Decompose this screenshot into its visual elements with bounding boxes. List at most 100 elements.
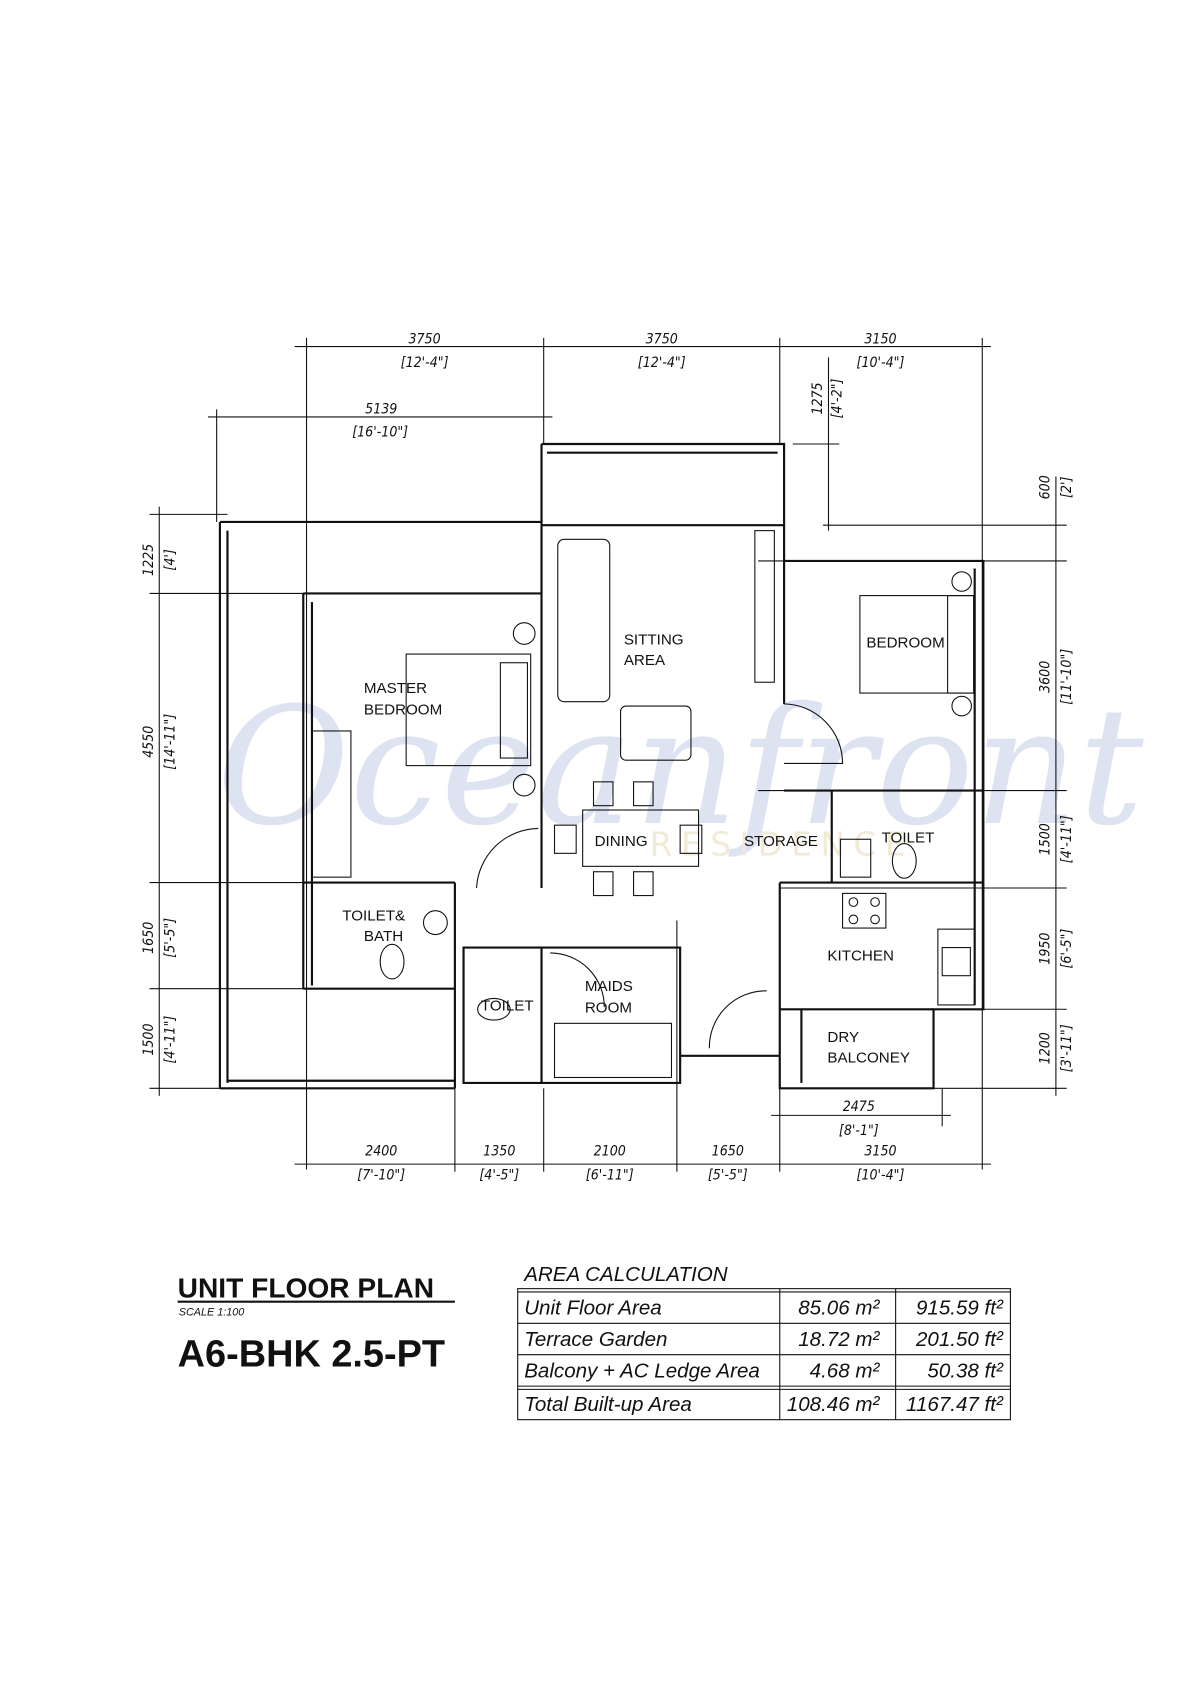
dim-left-2-ft: [14'-11"] — [162, 714, 178, 770]
maid-bed — [553, 1022, 673, 1079]
dim-right-5: 1200 — [1037, 1032, 1053, 1064]
dim-right-2: 3600 — [1037, 661, 1053, 693]
sink-icon — [941, 947, 971, 977]
dim-left-3: 1650 — [141, 922, 157, 954]
room-label-dry-balcony-2: BALCONEY — [827, 1049, 910, 1066]
room-label-toilet: TOILET — [882, 830, 935, 847]
dim-right-1-ft: [2'] — [1059, 477, 1075, 498]
dim-bottom-4-ft: [5'-5"] — [708, 1167, 748, 1183]
dim-right-5-ft: [3'-11"] — [1059, 1024, 1075, 1072]
row-label: Unit Floor Area — [524, 1297, 662, 1320]
door-swing — [784, 703, 844, 764]
dim-top-2-ft: [12'-4"] — [638, 355, 686, 371]
master-bed — [405, 653, 532, 767]
row-m2: 18.72 m² — [798, 1328, 880, 1351]
dim-dry-balcony: 2475 — [843, 1099, 875, 1115]
row-m2: 4.68 m² — [810, 1359, 881, 1382]
room-label-storage: STORAGE — [744, 833, 818, 850]
dim-top-3-ft: [10'-4"] — [857, 355, 905, 371]
dimension-labels-left: 1225 [4'] 4550 [14'-11"] 1650 [5'-5"] 15… — [141, 544, 179, 1064]
dim-top-1: 3750 — [408, 331, 440, 347]
dim-top-3: 3150 — [864, 331, 896, 347]
dim-balcony-ft: [4'-2"] — [829, 379, 845, 419]
toilet-icon — [477, 997, 511, 1021]
dim-bottom-3: 2100 — [594, 1143, 626, 1159]
room-label-master-bedroom-2: BEDROOM — [364, 702, 442, 719]
area-heading: AREA CALCULATION — [522, 1263, 728, 1286]
room-label-sitting-area-2: AREA — [624, 652, 666, 669]
row-m2: 85.06 m² — [798, 1297, 880, 1320]
row-label: Balcony + AC Ledge Area — [524, 1359, 760, 1382]
row-ft2: 50.38 ft² — [927, 1359, 1004, 1382]
dim-right-4-ft: [6'-5"] — [1059, 929, 1075, 969]
dim-left-1: 1225 — [141, 544, 157, 576]
room-label-kitchen: KITCHEN — [827, 948, 894, 965]
room-label-dry-balcony: DRY — [827, 1029, 859, 1046]
dim-right-4: 1950 — [1037, 933, 1053, 965]
dim-top-second: 5139 — [365, 402, 397, 418]
dim-left-1-ft: [4'] — [162, 549, 178, 570]
room-label-master-bedroom: MASTER — [364, 680, 427, 697]
dim-bottom-5-ft: [10'-4"] — [857, 1167, 905, 1183]
row-m2: 108.46 m² — [787, 1393, 881, 1416]
nightstand-lamp-icon — [512, 773, 536, 797]
dim-bottom-2-ft: [4'-5"] — [479, 1167, 519, 1183]
plan-scale: SCALE 1:100 — [179, 1307, 245, 1319]
dim-bottom-1: 2400 — [365, 1143, 397, 1159]
room-label-sitting-area: SITTING — [624, 631, 684, 648]
dim-bottom-2: 1350 — [483, 1143, 515, 1159]
row-label: Terrace Garden — [524, 1328, 667, 1351]
bedroom-bed — [859, 595, 975, 694]
door-swing — [708, 990, 767, 1049]
dim-top-2: 3750 — [646, 331, 678, 347]
dining-table — [582, 809, 700, 867]
armchair — [620, 705, 692, 761]
dim-left-4: 1500 — [141, 1023, 157, 1055]
stove-icon — [842, 892, 887, 929]
dim-right-3: 1500 — [1037, 823, 1053, 855]
door-swing — [476, 827, 539, 889]
table-row: Terrace Garden 18.72 m² 201.50 ft² — [524, 1328, 1004, 1351]
table-row-total: Total Built-up Area 108.46 m² 1167.47 ft… — [524, 1393, 1004, 1416]
row-ft2: 1167.47 ft² — [906, 1393, 1004, 1416]
area-calculation-table: AREA CALCULATION Unit Floor Area 85.06 m… — [517, 1263, 1011, 1421]
plan-heading: UNIT FLOOR PLAN — [178, 1272, 434, 1303]
dim-bottom-4: 1650 — [712, 1143, 744, 1159]
wardrobe — [311, 730, 352, 878]
table-row: Balcony + AC Ledge Area 4.68 m² 50.38 ft… — [524, 1359, 1004, 1382]
room-label-dining: DINING — [595, 833, 648, 850]
dim-right-2-ft: [11'-10"] — [1059, 649, 1075, 705]
room-label-bedroom: BEDROOM — [866, 635, 944, 652]
dim-left-4-ft: [4'-11"] — [162, 1016, 178, 1064]
unit-type: A6-BHK 2.5-PT — [178, 1334, 445, 1376]
room-label-maid-toilet: TOILET — [481, 997, 534, 1014]
row-ft2: 201.50 ft² — [915, 1328, 1004, 1351]
sofa — [557, 538, 611, 703]
bedroom-wardrobe — [754, 530, 775, 683]
dim-top-1-ft: [12'-4"] — [401, 355, 449, 371]
dim-bottom-5: 3150 — [864, 1143, 896, 1159]
dim-right-3-ft: [4'-11"] — [1059, 815, 1075, 863]
row-ft2: 915.59 ft² — [916, 1297, 1004, 1320]
table-row: Unit Floor Area 85.06 m² 915.59 ft² — [524, 1297, 1004, 1320]
dim-dry-balcony-ft: [8'-1"] — [839, 1123, 879, 1139]
dim-left-2: 4550 — [141, 726, 157, 758]
dimension-labels-top: 3750 [12'-4"] 3750 [12'-4"] 3150 [10'-4"… — [352, 331, 904, 440]
dim-left-3-ft: [5'-5"] — [162, 918, 178, 958]
dim-bottom-1-ft: [7'-10"] — [357, 1167, 405, 1183]
room-label-maids-room-2: ROOM — [585, 1000, 632, 1017]
room-label-toilet-bath: TOILET& — [342, 907, 405, 924]
dim-bottom-3-ft: [6'-11"] — [586, 1167, 634, 1183]
room-label-toilet-bath-2: BATH — [364, 928, 403, 945]
door-swing — [550, 952, 605, 1008]
dim-balcony: 1275 — [810, 382, 826, 414]
room-labels: MASTER BEDROOM SITTING AREA BEDROOM DINI… — [342, 631, 944, 1066]
toilet-icon — [379, 943, 405, 980]
svg-text:RESIDENCE: RESIDENCE — [650, 825, 914, 863]
basin-icon — [422, 910, 448, 936]
dimension-labels-right: 600 [2'] 3600 [11'-10"] 1500 [4'-11"] 19… — [1037, 475, 1075, 1072]
toilet-icon — [891, 843, 917, 879]
furniture — [311, 530, 976, 1079]
dim-top-second-ft: [16'-10"] — [352, 424, 408, 440]
